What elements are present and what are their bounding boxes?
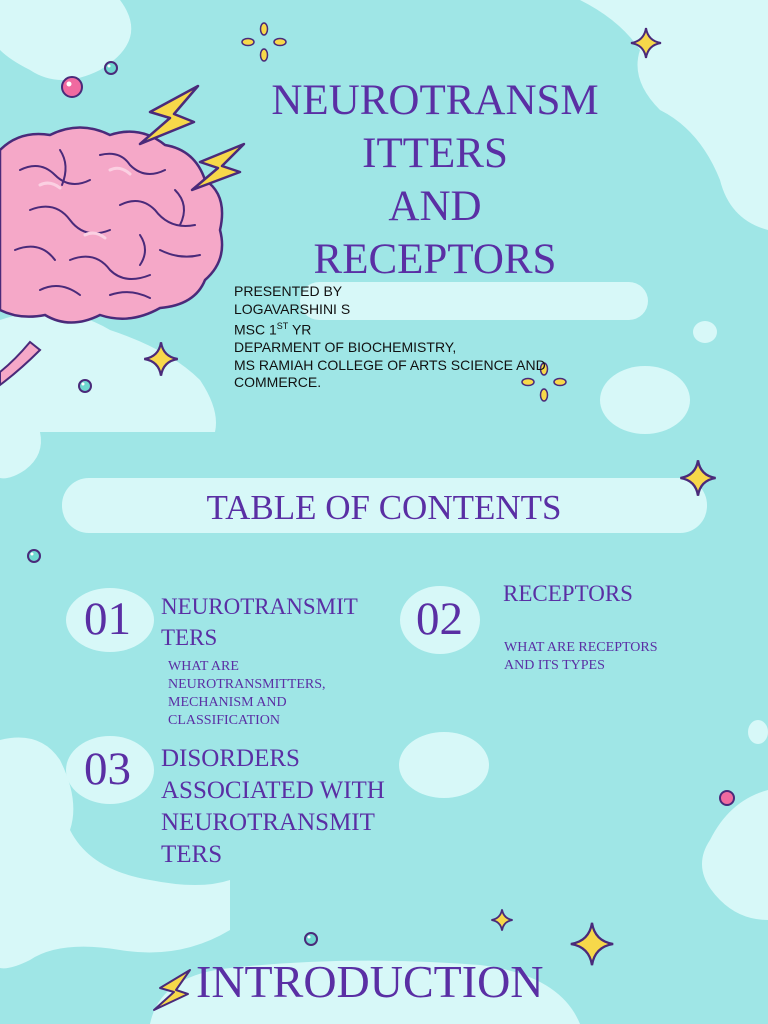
blob-top-left bbox=[0, 0, 132, 80]
toc-number-03: 03 bbox=[84, 743, 131, 795]
presenter-department: DEPARMENT OF BIOCHEMISTRY, bbox=[234, 339, 457, 356]
sparkle-star-icon bbox=[144, 342, 178, 376]
sparkle-star-icon bbox=[630, 27, 662, 59]
presenter-label: PRESENTED BY bbox=[234, 283, 343, 299]
sparkle-star-icon bbox=[491, 909, 513, 931]
slide-title: NEUROTRANSM ITTERS AND RECEPTORS bbox=[215, 74, 655, 286]
blob-bottom bbox=[150, 960, 580, 1024]
toc-number-01: 01 bbox=[84, 593, 131, 645]
blob-left-mid bbox=[0, 312, 216, 432]
toc-description-01: WHAT ARE NEUROTRANSMITTERS, MECHANISM AN… bbox=[168, 659, 326, 728]
title-line: AND bbox=[388, 183, 482, 230]
lightning-bolt-icon bbox=[190, 142, 246, 192]
introduction-title: INTRODUCTION bbox=[196, 956, 544, 1007]
lightning-bolt-icon bbox=[138, 84, 200, 146]
bubble-dot-icon bbox=[719, 790, 735, 806]
toc-title: TABLE OF CONTENTS bbox=[206, 488, 562, 527]
flower-sparkle-icon bbox=[521, 362, 567, 402]
toc-number-02: 02 bbox=[416, 593, 463, 645]
bubble-dot-icon bbox=[104, 61, 118, 75]
flower-sparkle-icon bbox=[241, 22, 287, 62]
toc-heading-03: DISORDERS ASSOCIATED WITH NEUROTRANSMIT … bbox=[161, 745, 385, 868]
toc-heading-01: NEUROTRANSMIT TERS bbox=[161, 594, 358, 650]
bubble-dot-icon bbox=[61, 76, 83, 98]
brain-illustration bbox=[0, 126, 224, 387]
toc-title-pill bbox=[62, 478, 707, 533]
number-bg-01 bbox=[66, 588, 154, 652]
blob-right-mid bbox=[399, 732, 489, 798]
blob-left-2 bbox=[0, 432, 41, 479]
blob-right-2 bbox=[693, 321, 717, 343]
presenter-info: PRESENTED BY LOGAVARSHINI S MSC 1ST YR D… bbox=[234, 283, 594, 392]
blob-right-lower bbox=[702, 790, 768, 920]
presenter-name: LOGAVARSHINI S bbox=[234, 300, 351, 317]
blob-right-3 bbox=[748, 720, 768, 744]
title-line: ITTERS bbox=[362, 130, 508, 177]
blob-top-right bbox=[580, 0, 768, 230]
title-line: NEUROTRANSM bbox=[271, 77, 599, 124]
presenter-course: MSC 1ST YR bbox=[234, 321, 312, 338]
bubble-dot-icon bbox=[27, 549, 41, 563]
brain-stem bbox=[0, 340, 42, 387]
blob-right-1 bbox=[600, 366, 690, 434]
bubble-dot-icon bbox=[78, 379, 92, 393]
presenter-pill bbox=[300, 282, 648, 320]
toc-heading-02: RECEPTORS bbox=[503, 581, 633, 606]
presenter-college: MS RAMIAH COLLEGE OF ARTS SCIENCE AND bbox=[234, 356, 546, 373]
number-bg-02 bbox=[400, 586, 480, 654]
sparkle-star-icon bbox=[570, 922, 614, 966]
blob-left-lower bbox=[0, 737, 230, 969]
sparkle-star-icon bbox=[680, 460, 716, 496]
title-line: RECEPTORS bbox=[313, 236, 557, 283]
presenter-college-cont: COMMERCE. bbox=[234, 374, 322, 391]
number-bg-03 bbox=[66, 736, 154, 804]
toc-description-02: WHAT ARE RECEPTORS AND ITS TYPES bbox=[504, 640, 658, 673]
lightning-bolt-icon bbox=[153, 969, 191, 1011]
bubble-dot-icon bbox=[304, 932, 318, 946]
